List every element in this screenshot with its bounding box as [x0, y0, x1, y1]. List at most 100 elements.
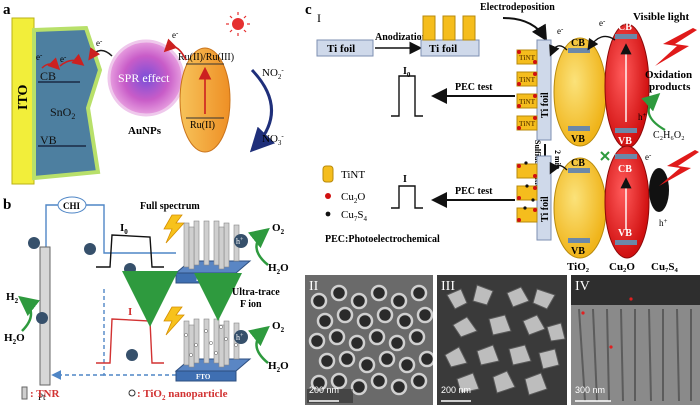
- electron-label-4: e-: [172, 29, 179, 40]
- cu7s4-material-label: Cu₇S₄: [651, 261, 678, 273]
- visible-light-bolt-upper: [655, 28, 697, 66]
- pec-definition: PEC:Photoelectrochemical: [325, 234, 440, 245]
- sno2-electron-arrow: [59, 53, 85, 67]
- fto-label-top: FTO: [196, 275, 211, 283]
- tio2-material-label: TiO₂: [567, 261, 590, 273]
- ti-foil-label-lower: Ti foil: [540, 196, 551, 222]
- circuit-wire-top: [45, 204, 176, 254]
- nitrite-oxidation-arrow: [249, 68, 276, 153]
- tnr-legend-label: : TNR: [30, 388, 60, 400]
- electron-transfer-upper: [587, 35, 616, 51]
- panel-a: a ITO CB VB SnO2 e- e- SPR effect AuNPs …: [0, 0, 305, 190]
- cu2o-cb-label-upper: CB: [618, 22, 632, 33]
- panel-c: c I Ti foil Anodization Ti foil Electrod…: [305, 0, 700, 275]
- panel-a-letter: a: [3, 2, 11, 18]
- sno2-layer: [32, 25, 103, 181]
- hole-dot-bottom: [234, 330, 248, 344]
- sem-iii-texture: [437, 275, 567, 405]
- legend-cu2o-icon: [325, 193, 331, 199]
- sem-ii-label: II: [309, 279, 319, 294]
- h2-label: H2: [6, 291, 19, 305]
- tio2-vb-label-lower: VB: [571, 246, 585, 257]
- electron-dot-4: [124, 263, 136, 275]
- panel-a-diagram: a ITO CB VB SnO2 e- e- SPR effect AuNPs …: [3, 2, 284, 185]
- tio2-legend-icon: [128, 389, 136, 397]
- cu2o-vb-label-upper: VB: [618, 136, 632, 147]
- tint-badge-upper: TiNT TiNT TiNT TiNT: [519, 54, 536, 128]
- sem-image-iii: III 200 nm: [437, 275, 567, 405]
- sem-image-ii: II 200 nm: [305, 275, 433, 405]
- o2-evolution-arrow-bottom: [248, 325, 270, 364]
- two-min-label: 2 min: [553, 150, 562, 170]
- dye-electron-arrow: [163, 38, 187, 61]
- no3-label: NO3-: [262, 132, 284, 147]
- sem-image-row: II 200 nm III 200 nm: [305, 275, 700, 405]
- c-i0-label: I0: [403, 66, 411, 79]
- sem-iv-label: IV: [575, 279, 590, 294]
- c-hole-lower: h+: [659, 217, 668, 228]
- i-label: I: [128, 306, 132, 318]
- tio2-vb-bar-upper: [568, 126, 590, 131]
- tint-array-step1: [422, 15, 476, 41]
- electron-dot-1: [28, 237, 40, 249]
- sem-iv-texture: [571, 275, 700, 405]
- light-bolt-icon-2: [163, 306, 185, 336]
- cu2o-vb-bar-lower: [615, 240, 637, 245]
- panel-b-diagram: b CHI Pt H2 H2O I0 I Full spectrum FTO: [3, 196, 289, 402]
- c-i-trace: [391, 185, 423, 209]
- spr-effect-label: SPR effect: [118, 71, 170, 85]
- cu2o-vb-bar-upper: [615, 128, 637, 133]
- panel-c-letter: c: [305, 2, 312, 18]
- tnr-array-top: [174, 220, 252, 284]
- pt-label: Pt: [38, 392, 46, 402]
- cu2o-material-label: Cu₂O: [609, 261, 635, 273]
- ru-bottom-label: Ru(II): [190, 120, 215, 131]
- panel-b: b CHI Pt H2 H2O I0 I Full spectrum FTO: [0, 195, 305, 405]
- ito-label: ITO: [16, 84, 31, 110]
- anodization-label: Anodization: [375, 32, 428, 43]
- tio2-cb-bar-lower: [568, 168, 590, 173]
- visible-light-bolt-lower: [659, 150, 699, 186]
- legend-cu7s4-label: Cu7S4: [341, 209, 367, 223]
- sun-icon: [226, 12, 250, 36]
- o2-evolution-arrow-top: [248, 227, 270, 266]
- cu2o-vb-label-lower: VB: [618, 228, 632, 239]
- c-electron-lower: e-: [645, 151, 652, 162]
- c-electron-upper: e-: [557, 25, 564, 36]
- electrode-lower: [516, 155, 552, 241]
- ti-foil-label-2: Ti foil: [429, 43, 457, 55]
- cu2o-cb-bar-lower: [615, 154, 637, 159]
- sem-iii-scale: 200 nm: [441, 385, 472, 395]
- pec-test-label-1: PEC test: [455, 82, 493, 93]
- tio2-vb-bar-lower: [568, 238, 590, 243]
- h2o-left-label: H2O: [4, 332, 25, 346]
- ti-foil-bare: [316, 39, 374, 57]
- electron-dot-5: [126, 349, 138, 361]
- full-spectrum-label: Full spectrum: [140, 201, 200, 212]
- sno2-label: SnO2: [50, 105, 75, 121]
- ito-electron-arrow: [41, 57, 61, 71]
- hole-label-bottom: h+: [236, 333, 244, 342]
- svg-text:TiNT: TiNT: [519, 76, 536, 84]
- chi-potentiostat: [57, 196, 87, 214]
- electrode-upper: [516, 39, 552, 141]
- electrodeposition-arrow: [502, 17, 548, 42]
- oxidation-label: Oxidation: [645, 69, 692, 81]
- sem-ii-scale: 200 nm: [309, 385, 340, 395]
- h2-evolution-arrow: [18, 295, 40, 332]
- cu2o-cb-label-lower: CB: [618, 164, 632, 175]
- light-bolt-icon: [163, 214, 185, 244]
- h2o-label-bottom: H2O: [268, 360, 289, 374]
- fto-label-bottom: FTO: [196, 373, 211, 381]
- circuit-wire-bottom: [103, 287, 176, 376]
- tio2-vb-label-upper: VB: [571, 134, 585, 145]
- legend-tint-label: TiNT: [341, 169, 365, 181]
- legend-cu7s4-icon: [325, 211, 331, 217]
- no2-label: NO2-: [262, 66, 284, 81]
- blocked-transfer-icon: [600, 151, 610, 161]
- cu2o-band-lower: [604, 145, 650, 259]
- sem-iii-label: III: [441, 279, 455, 294]
- visible-light-label: Visible light: [633, 11, 689, 23]
- oxidation-arrow: [641, 93, 666, 131]
- sem-ii-texture: [305, 275, 433, 405]
